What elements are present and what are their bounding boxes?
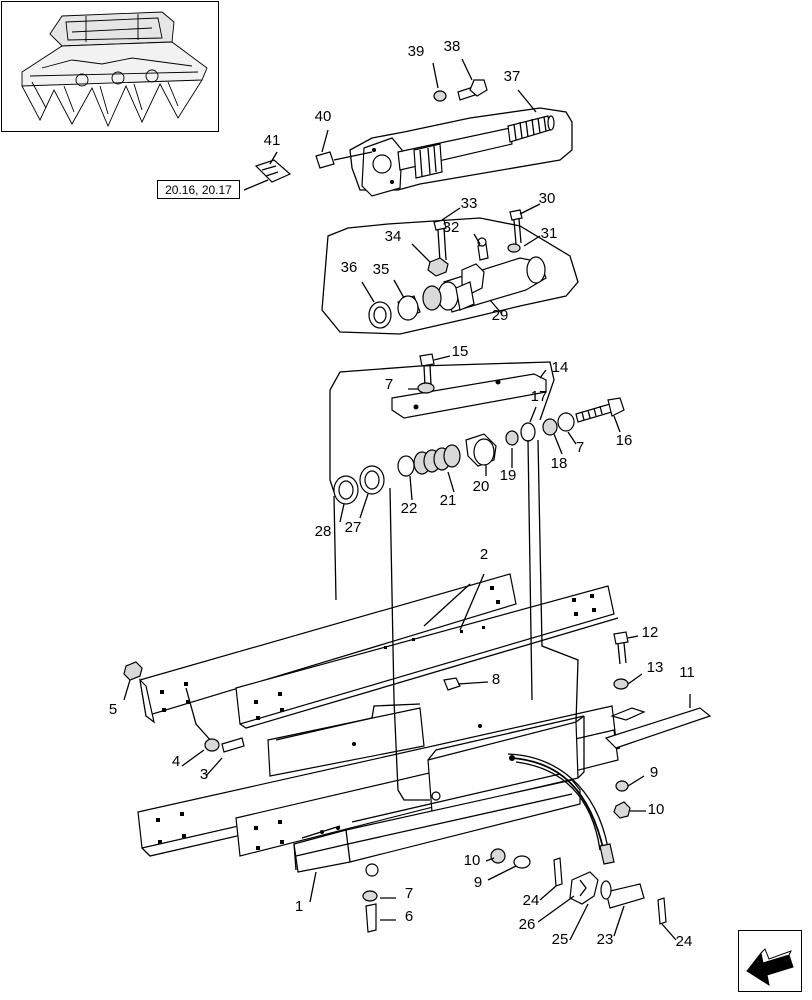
callout-14: 14 xyxy=(552,359,569,376)
callout-31: 31 xyxy=(541,225,558,242)
callout-number-layer: 1234567778991010111213141516171819202122… xyxy=(109,38,695,950)
callout-22: 22 xyxy=(401,500,418,517)
callout-28: 28 xyxy=(315,523,332,540)
callout-7: 7 xyxy=(576,439,584,456)
callout-25: 25 xyxy=(552,931,569,948)
callout-27: 27 xyxy=(345,519,362,536)
callout-20: 20 xyxy=(473,478,490,495)
callout-19: 19 xyxy=(500,467,517,484)
callout-23: 23 xyxy=(597,931,614,948)
callout-39: 39 xyxy=(408,43,425,60)
callout-33: 33 xyxy=(461,195,478,212)
callout-10: 10 xyxy=(464,852,481,869)
callout-10: 10 xyxy=(648,801,665,818)
callout-2: 2 xyxy=(480,546,488,563)
callout-38: 38 xyxy=(444,38,461,55)
callout-32: 32 xyxy=(443,219,460,236)
back-arrow-icon xyxy=(746,948,794,987)
callout-9: 9 xyxy=(474,874,482,891)
frame-rails-group xyxy=(123,439,712,941)
callout-7: 7 xyxy=(385,376,393,393)
callout-1: 1 xyxy=(295,898,303,915)
coupling-assembly-group xyxy=(321,203,579,335)
cross-reference-label[interactable]: 20.16, 20.17 xyxy=(157,180,240,199)
callout-17: 17 xyxy=(531,388,548,405)
callout-37: 37 xyxy=(504,68,521,85)
callout-26: 26 xyxy=(519,916,536,933)
shaft-assembly-group xyxy=(243,58,573,197)
callout-24: 24 xyxy=(523,892,540,909)
callout-9: 9 xyxy=(650,764,658,781)
callout-18: 18 xyxy=(551,455,568,472)
callout-21: 21 xyxy=(440,492,457,509)
callout-41: 41 xyxy=(264,132,281,149)
callout-29: 29 xyxy=(492,307,509,324)
tensioner-assembly-group xyxy=(329,353,625,523)
callout-16: 16 xyxy=(616,432,633,449)
callout-11: 11 xyxy=(679,664,695,681)
callout-8: 8 xyxy=(492,671,500,688)
back-navigation-button[interactable] xyxy=(738,930,802,992)
callout-6: 6 xyxy=(405,908,413,925)
callout-36: 36 xyxy=(341,259,358,276)
callout-7: 7 xyxy=(405,885,413,902)
callout-40: 40 xyxy=(315,108,332,125)
callout-12: 12 xyxy=(642,624,659,641)
callout-4: 4 xyxy=(172,753,180,770)
callout-13: 13 xyxy=(647,659,664,676)
callout-34: 34 xyxy=(385,228,402,245)
callout-15: 15 xyxy=(452,343,469,360)
callout-30: 30 xyxy=(539,190,556,207)
callout-24: 24 xyxy=(676,933,693,950)
header-overview-illustration xyxy=(21,11,208,128)
callout-5: 5 xyxy=(109,701,117,718)
callout-35: 35 xyxy=(373,261,390,278)
machine-overview-thumbnail xyxy=(1,1,219,132)
callout-3: 3 xyxy=(200,766,208,783)
